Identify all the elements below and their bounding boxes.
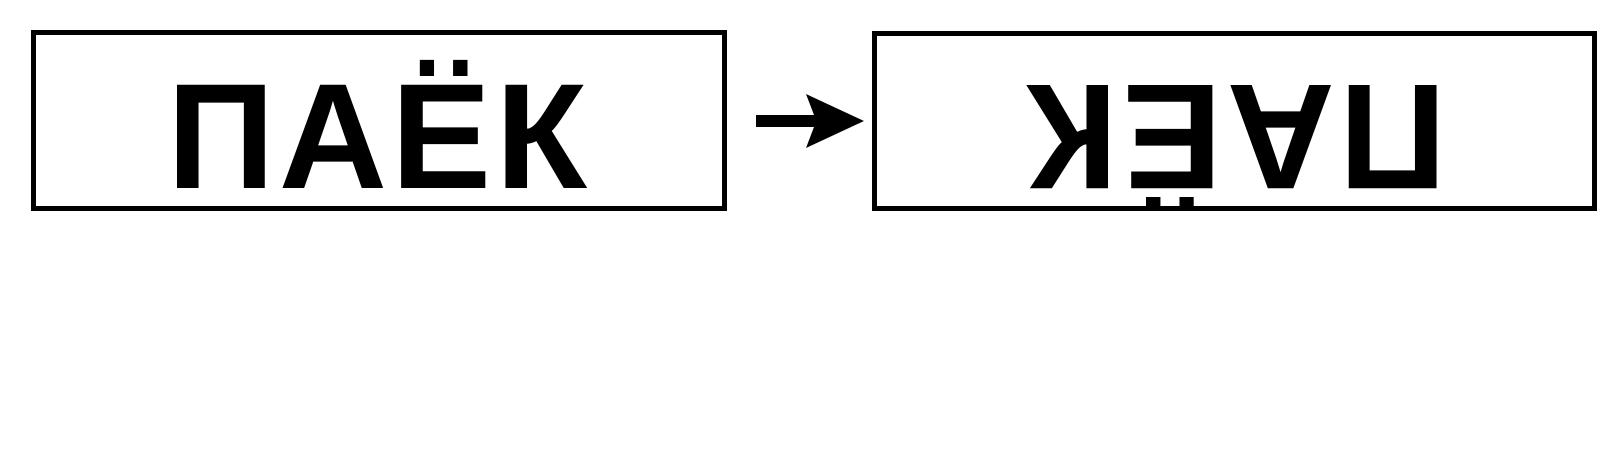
- right-arrow-icon: [756, 92, 864, 150]
- example-row: ПАЁК ПАЁК: [31, 30, 1597, 211]
- source-box-top[interactable]: ПАЁК: [31, 30, 727, 211]
- question-row: КНИГА: [0, 240, 1616, 466]
- result-word-top-rotated: ПАЁК: [1022, 53, 1447, 211]
- result-box-top[interactable]: ПАЁК: [872, 31, 1597, 211]
- source-word-top: ПАЁК: [166, 52, 592, 211]
